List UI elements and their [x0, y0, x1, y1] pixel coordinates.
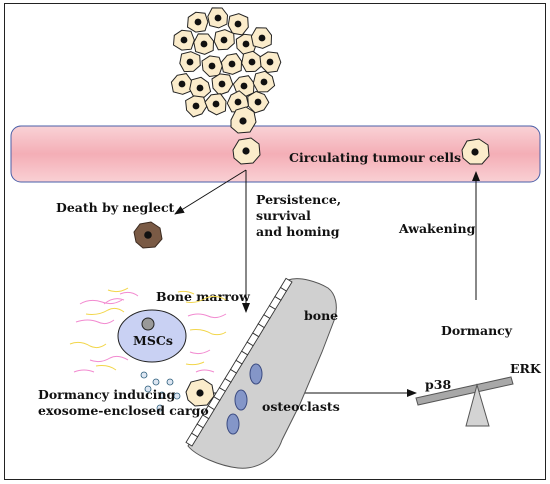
tumour-cell — [235, 33, 257, 56]
p38-erk-balance — [415, 376, 514, 427]
pink-fiber — [75, 319, 115, 325]
p38-label: p38 — [425, 377, 451, 392]
tumour-mass — [170, 7, 282, 118]
tumour-cell — [226, 90, 250, 113]
msc-cell: MSCs — [117, 309, 187, 363]
balance-fulcrum — [465, 383, 490, 427]
intravasating-cell — [230, 106, 257, 134]
yellow-fiber — [185, 295, 227, 303]
stromal-fibers — [69, 287, 227, 373]
osteoclasts-label: osteoclasts — [262, 399, 340, 414]
bone-label: bone — [304, 308, 338, 323]
yellow-fiber — [95, 365, 117, 371]
erk-label: ERK — [510, 361, 542, 376]
persistence-line-1: Persistence, — [256, 192, 341, 207]
awakening-label: Awakening — [398, 221, 476, 236]
tumour-cell — [227, 13, 249, 36]
blood-vessel — [10, 125, 541, 183]
pink-fiber — [195, 369, 215, 373]
tumour-cell — [201, 55, 223, 78]
pink-fiber — [103, 298, 125, 305]
pink-fiber — [89, 355, 129, 363]
bone-marrow-label: Bone marrow — [156, 289, 251, 304]
tumour-cell — [172, 29, 195, 51]
tumour-cell — [250, 27, 273, 49]
tumour-cell — [193, 33, 215, 55]
tumour-cell — [170, 73, 193, 95]
persistence-line-2: survival — [256, 208, 311, 223]
circulating-label: Circulating tumour cells — [289, 150, 461, 165]
yellow-fiber — [69, 341, 107, 349]
tumour-cell — [186, 11, 209, 33]
balance-beam — [415, 376, 514, 406]
cargo-label: Dormancy inducing exosome-enclosed cargo — [38, 387, 209, 418]
yellow-fiber — [189, 329, 227, 336]
death-label: Death by neglect — [56, 200, 175, 215]
tumour-cell — [189, 76, 212, 99]
bone-lining-cells — [185, 277, 293, 447]
cargo-line-1: Dormancy inducing — [38, 387, 176, 402]
arrow-to-death — [174, 169, 247, 215]
osteoclast-3 — [226, 413, 240, 435]
tumour-cell — [241, 50, 263, 73]
yellow-fiber — [85, 307, 125, 315]
yellow-fiber — [107, 287, 129, 293]
pink-fiber — [79, 299, 123, 305]
tumour-cell — [185, 95, 208, 118]
pink-fiber — [73, 369, 95, 373]
tumour-cell — [204, 93, 227, 116]
pink-fiber — [119, 291, 139, 297]
persistence-label: Persistence, survival and homing — [256, 192, 346, 239]
tumour-cell — [207, 7, 229, 29]
osteoclast-2 — [234, 389, 248, 411]
cargo-line-2: exosome-enclosed cargo — [38, 403, 209, 418]
pink-fiber — [189, 349, 211, 355]
circulating-cell-2 — [461, 138, 490, 165]
tumour-cell — [252, 70, 276, 93]
circulating-cell-1 — [232, 137, 261, 165]
yellow-fiber — [177, 290, 195, 295]
pink-fiber — [187, 313, 227, 319]
tumour-cell — [259, 51, 282, 74]
tumour-cell — [179, 51, 201, 73]
frame — [4, 3, 546, 480]
msc-label: MSCs — [133, 333, 173, 348]
tumour-cell — [213, 29, 235, 51]
osteoclast-1 — [249, 363, 263, 385]
lining-cell — [185, 432, 199, 447]
exosomes — [140, 371, 181, 412]
dead-cell — [133, 221, 163, 249]
persistence-line-3: and homing — [256, 224, 340, 239]
dormancy-label: Dormancy — [441, 323, 513, 338]
yellow-fiber — [185, 361, 205, 366]
tumour-cell — [211, 73, 234, 96]
tumour-cell — [220, 53, 243, 75]
tumour-cell — [247, 90, 270, 114]
dormant-tumour-cell — [185, 378, 215, 407]
